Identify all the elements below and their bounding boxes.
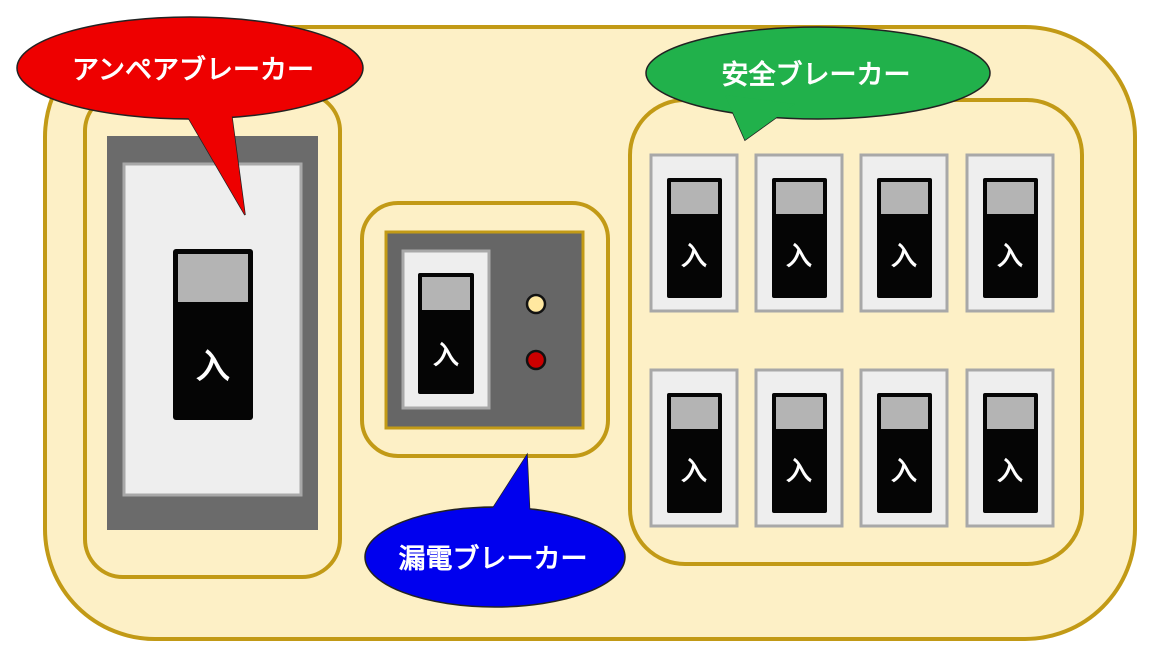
safety-breaker-toggle-cap (671, 397, 718, 429)
safety-breaker-toggle-cap (776, 397, 823, 429)
safety-breaker-3[interactable]: 入 (861, 155, 947, 311)
leakage-breaker[interactable]: 入 (386, 232, 583, 428)
safety-breaker-7[interactable]: 入 (861, 370, 947, 526)
safety-breaker-8[interactable]: 入 (967, 370, 1053, 526)
leakage-breaker-on-label: 入 (433, 341, 459, 371)
safety-breaker-on-label: 入 (681, 242, 707, 272)
safety-breaker-on-label: 入 (786, 242, 812, 272)
callout-safety-text: 安全ブレーカー (722, 59, 911, 91)
safety-breaker-toggle-cap (987, 182, 1034, 214)
safety-breaker-on-label: 入 (786, 457, 812, 487)
safety-breaker-on-label: 入 (891, 242, 917, 272)
safety-breaker-5[interactable]: 入 (651, 370, 737, 526)
leakage-indicator-yellow (527, 295, 545, 313)
safety-breaker-toggle-cap (671, 182, 718, 214)
safety-breaker-on-label: 入 (891, 457, 917, 487)
safety-breaker-1[interactable]: 入 (651, 155, 737, 311)
safety-breaker-toggle-cap (776, 182, 823, 214)
safety-breaker-toggle-cap (881, 182, 928, 214)
leakage-breaker-toggle-cap (422, 277, 470, 310)
ampere-breaker-on-label: 入 (196, 347, 230, 387)
safety-breaker-on-label: 入 (997, 242, 1023, 272)
ampere-breaker-toggle-cap (178, 254, 248, 302)
safety-breaker-2[interactable]: 入 (756, 155, 842, 311)
safety-breaker-4[interactable]: 入 (967, 155, 1053, 311)
safety-breaker-on-label: 入 (681, 457, 707, 487)
safety-breaker-on-label: 入 (997, 457, 1023, 487)
callout-ampere-text: アンペアブレーカー (72, 54, 314, 86)
safety-breaker-6[interactable]: 入 (756, 370, 842, 526)
leakage-test-button-red[interactable] (527, 351, 545, 369)
safety-breaker-toggle-cap (987, 397, 1034, 429)
callout-leakage-text: 漏電ブレーカー (399, 543, 588, 575)
safety-breaker-toggle-cap (881, 397, 928, 429)
ampere-breaker[interactable]: 入 (107, 136, 318, 530)
